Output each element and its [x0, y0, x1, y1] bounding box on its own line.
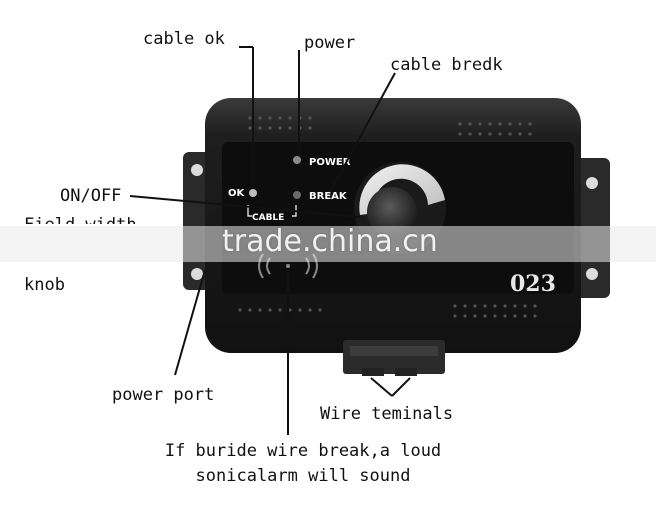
label-knob: knob	[24, 275, 65, 295]
label-on-off: ON/OFF	[60, 186, 122, 206]
cable-bracket-right	[292, 205, 297, 217]
vent-holes-top	[248, 116, 532, 136]
label-wire-terminals: Wire teminals	[320, 404, 454, 424]
label-cable-break: cable bredk	[390, 55, 503, 75]
label-field-width: Field width	[24, 215, 137, 235]
label-cable-ok: cable ok	[143, 29, 225, 49]
ok-led-icon	[249, 189, 257, 197]
power-led-icon	[293, 156, 301, 164]
label-alarm-line1: If buride wire break,a loud	[164, 441, 442, 461]
cable-bracket-left	[247, 205, 252, 217]
watermark-band	[0, 226, 656, 262]
break-panel-label: BREAK	[309, 191, 348, 202]
model-number: 023	[510, 271, 556, 297]
label-power: power	[304, 33, 356, 53]
label-alarm-line2: sonicalarm will sound	[195, 466, 411, 486]
leader-lines	[129, 46, 411, 435]
watermark-text: trade.china.cn	[222, 224, 438, 259]
cable-panel-label: CABLE	[252, 213, 284, 223]
break-led-icon	[293, 191, 301, 199]
power-panel-label: POWER	[309, 157, 351, 168]
vent-holes-bottom	[238, 304, 537, 318]
ok-panel-label: OK	[228, 188, 246, 199]
wire-terminal-block	[343, 340, 445, 376]
label-power-port: power port	[112, 385, 215, 405]
